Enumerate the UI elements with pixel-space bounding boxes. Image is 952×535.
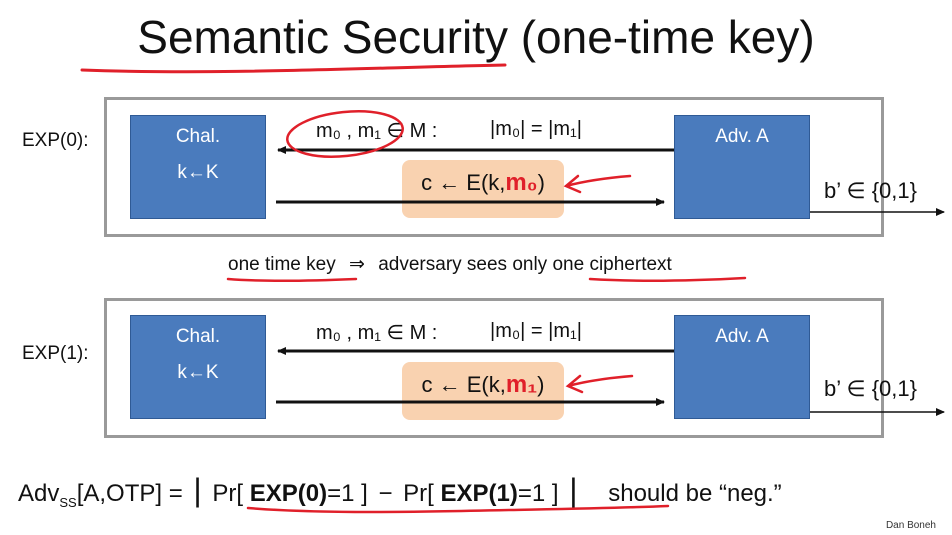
adv-symbol: Adv: [18, 480, 60, 507]
exp0-term: EXP(0): [249, 480, 328, 507]
formula-underline: [246, 504, 670, 514]
slide-title: Semantic Security (one-time key): [137, 11, 815, 63]
exp1-enc-message: m₁: [505, 371, 538, 398]
exp1-enc-prefix: c ← E(k,: [421, 372, 506, 397]
advantage-formula: AdvSS[A,OTP] = | Pr[ EXP(0)=1 ] − Pr[ EX…: [18, 472, 782, 510]
note-line: one time key ⇒ adversary sees only one c…: [228, 253, 672, 276]
exp0-enc-suffix: ): [537, 170, 545, 195]
note-implies: ⇒: [349, 254, 365, 275]
eq1: =1 ]: [327, 480, 368, 507]
exp0-output: b’ ∈ {0,1}: [824, 178, 917, 203]
note-one-time-key: one time key: [228, 254, 336, 275]
exp0-adversary-box: Adv. A: [674, 115, 810, 219]
note-underline-left: [226, 277, 358, 283]
exp0-adversary-label: Adv. A: [715, 126, 769, 147]
exp1-challenger-label: Chal.: [175, 326, 221, 347]
conclusion: should be “neg.”: [608, 480, 782, 507]
exp1-key-gen: k←K: [177, 362, 219, 383]
exp0-ciphertext-box: c ← E(k,m₀): [402, 160, 564, 218]
exp0-red-arrow: [563, 174, 632, 194]
adv-subscript: SS: [59, 494, 77, 510]
exp1-label: EXP(1):: [22, 343, 89, 364]
exp1-adversary-box: Adv. A: [674, 315, 810, 419]
note-one-ciphertext: one ciphertext: [552, 254, 672, 275]
minus-sign: −: [378, 480, 393, 507]
exp0-messages: m₀ , m₁ ∈ M :: [316, 120, 438, 142]
exp1-adversary-label: Adv. A: [715, 326, 769, 347]
exp0-enc-message: m₀: [505, 169, 538, 196]
exp0-challenger-label: Chal.: [175, 126, 221, 147]
note-adversary: adversary sees only: [378, 254, 548, 275]
exp0-key-gen: k←K: [177, 162, 219, 183]
exp1-red-arrow: [565, 374, 634, 394]
exp0-challenger-box: Chal. k←K: [130, 115, 266, 219]
messages-circle: [286, 110, 404, 158]
exp1-challenger-box: Chal. k←K: [130, 315, 266, 419]
exp1-enc-suffix: ): [537, 372, 545, 397]
exp1-ciphertext-box: c ← E(k,m₁): [402, 362, 564, 420]
pr2: Pr[: [403, 480, 434, 507]
adv-args: [A,OTP] =: [76, 480, 183, 507]
exp0-length-condition: |m₀| = |m₁|: [490, 118, 582, 140]
pr1: Pr[: [212, 480, 244, 507]
abs-bar-left: |: [193, 472, 202, 508]
exp1-length-condition: |m₀| = |m₁|: [490, 320, 582, 342]
author-credit: Dan Boneh: [885, 520, 936, 531]
exp1-output: b’ ∈ {0,1}: [824, 376, 917, 401]
eq2: =1 ]: [517, 480, 559, 507]
exp0-label: EXP(0):: [22, 130, 89, 151]
abs-bar-right: |: [569, 472, 578, 508]
exp1-term: EXP(1): [440, 480, 518, 507]
title-underline: [80, 63, 507, 74]
note-underline-right: [588, 276, 747, 283]
exp0-enc-prefix: c ← E(k,: [421, 170, 506, 195]
exp1-messages: m₀ , m₁ ∈ M :: [316, 322, 438, 344]
